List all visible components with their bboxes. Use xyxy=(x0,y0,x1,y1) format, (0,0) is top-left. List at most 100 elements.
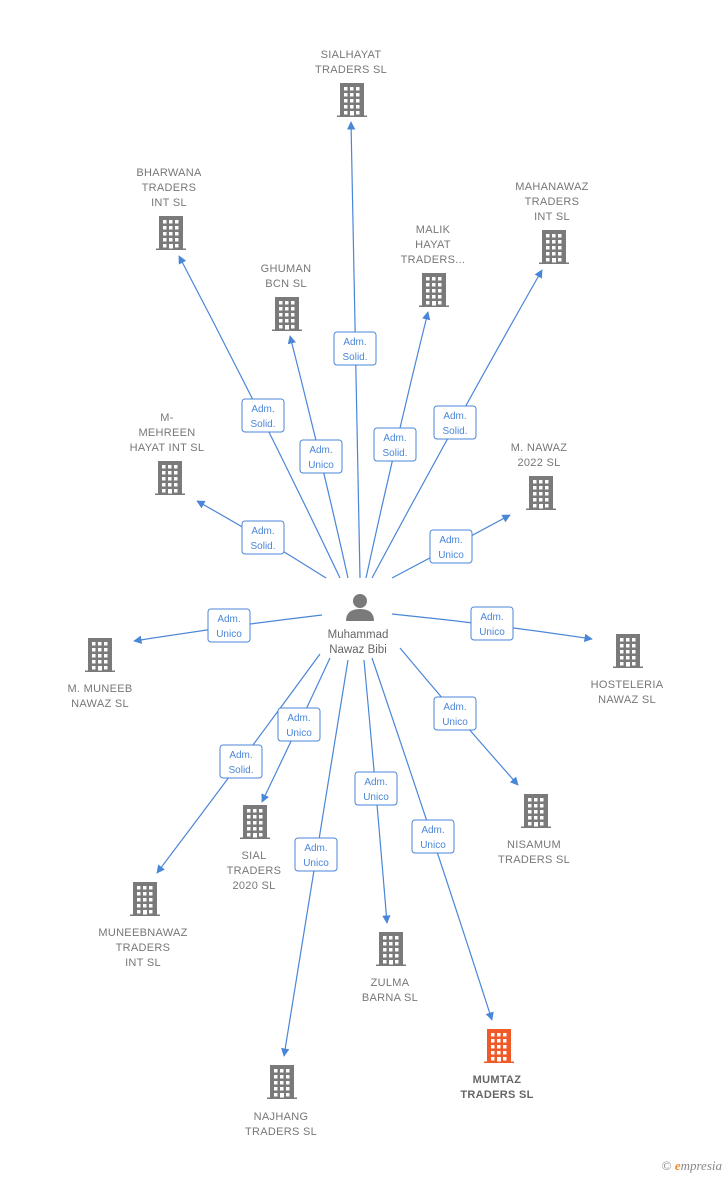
building-icon xyxy=(155,461,185,495)
company-node-ghuman[interactable]: GHUMAN BCN SL xyxy=(261,263,312,331)
company-label: MAHANAWAZ xyxy=(515,181,588,193)
role-badge-text: Solid. xyxy=(442,426,467,437)
person-node[interactable]: Muhammad Nawaz Bibi xyxy=(328,594,389,656)
company-node-mmuneeb[interactable]: M. MUNEEB NAWAZ SL xyxy=(67,638,132,710)
company-label: INT SL xyxy=(151,197,187,209)
company-label: HAYAT INT SL xyxy=(130,442,205,454)
role-badge-mumtaz[interactable]: Adm. Unico xyxy=(411,819,455,854)
building-icon xyxy=(337,83,367,117)
person-name-line-2: Nawaz Bibi xyxy=(329,644,387,656)
company-node-mnawaz[interactable]: M. NAWAZ 2022 SL xyxy=(511,442,568,510)
building-icon xyxy=(156,216,186,250)
role-badge-nisamum[interactable]: Adm.Unico xyxy=(433,696,477,731)
company-label: 2022 SL xyxy=(517,457,560,469)
role-badge-text: Unico xyxy=(479,627,505,638)
role-badge-text: Solid. xyxy=(250,419,275,430)
company-label: M. MUNEEB xyxy=(67,683,132,695)
building-icon xyxy=(539,230,569,264)
role-badge-text: Unico xyxy=(438,550,464,561)
company-label: MALIK xyxy=(416,224,451,236)
company-node-sial2020[interactable]: SIAL TRADERS 2020 SL xyxy=(227,805,282,892)
company-node-mehreen[interactable]: M- MEHREEN HAYAT INT SL xyxy=(130,412,205,495)
role-badge-zulma[interactable]: Adm.Unico xyxy=(354,771,398,806)
company-label: BHARWANA xyxy=(136,167,202,179)
building-icon xyxy=(130,882,160,916)
role-badge-bharwana[interactable]: Adm. Solid. xyxy=(241,398,285,433)
company-node-mahanawaz[interactable]: MAHANAWAZ TRADERS INT SL xyxy=(515,181,588,264)
company-label: HOSTELERIA xyxy=(591,679,664,691)
role-badge-mnawaz[interactable]: Adm.Unico xyxy=(429,529,473,564)
edges-layer xyxy=(133,121,593,1057)
role-badge-text: Adm. xyxy=(443,411,466,422)
role-badge-mehreen[interactable]: Adm.Solid. xyxy=(241,520,285,555)
building-icon xyxy=(419,273,449,307)
role-badge-text: Adm. xyxy=(421,825,444,836)
brand-logo-initial: e xyxy=(674,1158,681,1173)
company-label: INT SL xyxy=(125,957,161,969)
company-label: NISAMUM xyxy=(507,839,561,851)
company-label: 2020 SL xyxy=(232,880,275,892)
company-label: NAWAZ SL xyxy=(71,698,129,710)
role-badge-text: Unico xyxy=(303,858,329,869)
role-badge-text: Unico xyxy=(420,840,446,851)
role-badge-text: Adm. xyxy=(287,713,310,724)
role-badge-text: Adm. xyxy=(217,614,240,625)
company-label: BCN SL xyxy=(265,278,307,290)
role-badge-text: Adm. xyxy=(364,777,387,788)
role-badge-text: Adm. xyxy=(343,337,366,348)
role-badge-text: Solid. xyxy=(250,541,275,552)
company-label: TRADERS... xyxy=(401,254,466,266)
building-icon xyxy=(267,1065,297,1099)
company-label: TRADERS xyxy=(116,942,171,954)
company-node-malik[interactable]: MALIK HAYAT TRADERS... xyxy=(401,224,466,307)
role-badge-muneebnawaz[interactable]: Adm. Solid. xyxy=(219,744,263,779)
role-badge-text: Unico xyxy=(286,728,312,739)
building-icon xyxy=(521,794,551,828)
role-badge-text: Adm. xyxy=(309,445,332,456)
company-label: TRADERS xyxy=(142,182,197,194)
role-badge-text: Adm. xyxy=(480,612,503,623)
company-label: INT SL xyxy=(534,211,570,223)
role-badge-text: Solid. xyxy=(228,765,253,776)
company-label: MEHREEN xyxy=(138,427,195,439)
person-name-line-1: Muhammad xyxy=(328,629,389,641)
company-label: M- xyxy=(160,412,173,424)
role-badge-sialhayat[interactable]: Adm. Solid. xyxy=(333,331,377,366)
company-label: TRADERS SL xyxy=(245,1126,317,1138)
company-label: SIAL xyxy=(241,850,266,862)
role-badge-text: Solid. xyxy=(342,352,367,363)
company-label: SIALHAYAT xyxy=(321,49,382,61)
company-node-bharwana[interactable]: BHARWANA TRADERS INT SL xyxy=(136,167,202,250)
company-label: TRADERS xyxy=(227,865,282,877)
person-icon xyxy=(346,594,374,621)
building-icon xyxy=(272,297,302,331)
role-badge-mmuneeb[interactable]: Adm.Unico xyxy=(207,608,251,643)
role-badge-najhang[interactable]: Adm.Unico xyxy=(294,837,338,872)
role-badge-mahanawaz[interactable]: Adm. Solid. xyxy=(433,405,477,440)
role-badge-text: Adm. xyxy=(229,750,252,761)
role-badge-ghuman[interactable]: Adm.Unico xyxy=(299,439,343,474)
role-badge-text: Solid. xyxy=(382,448,407,459)
building-icon xyxy=(526,476,556,510)
company-label: GHUMAN xyxy=(261,263,312,275)
company-label: M. NAWAZ xyxy=(511,442,568,454)
role-badge-hosteleria[interactable]: Adm. Unico xyxy=(470,606,514,641)
role-badge-text: Adm. xyxy=(251,404,274,415)
building-icon xyxy=(240,805,270,839)
role-badge-text: Adm. xyxy=(383,433,406,444)
company-label: TRADERS xyxy=(525,196,580,208)
role-badge-text: Adm. xyxy=(443,702,466,713)
role-badge-sial2020[interactable]: Adm. Unico xyxy=(277,707,321,742)
role-badge-malik[interactable]: Adm. Solid. xyxy=(373,427,417,462)
footer-brand[interactable]: © empresia xyxy=(662,1158,722,1174)
company-label: ZULMA xyxy=(371,977,410,989)
role-badges-layer: Adm.Solid.Adm.Solid.Adm.UnicoAdm.Solid.A… xyxy=(207,331,514,872)
company-label: HAYAT xyxy=(415,239,451,251)
